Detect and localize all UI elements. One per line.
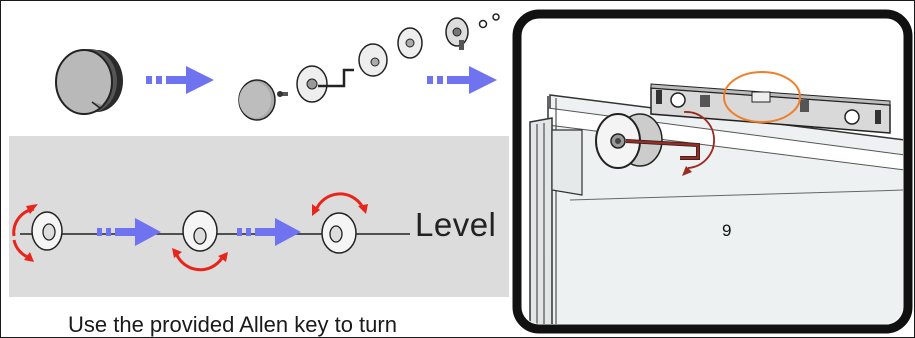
step-number: 9 [722,221,732,240]
level-label: Level [415,206,497,243]
wheel-part-icon [296,65,328,103]
door-frame-profile [529,117,583,324]
screw-icon [277,91,288,97]
detail-border [512,9,913,334]
flow-arrow-icon [97,218,161,246]
eccentric-washer-icon [358,43,388,77]
turn-direction-icon [682,111,715,176]
small-nut-icon [478,13,500,29]
flow-arrow-icon [146,66,214,94]
cap-part-icon [238,79,276,121]
roller-wheel-icon [595,113,663,169]
eccentric-washer-icon [182,210,218,252]
bubble-highlight [723,71,801,123]
eccentric-washer-icon [321,212,357,254]
eccentric-washer-icon [31,211,63,251]
allen-key-icon [625,139,700,160]
assembled-roller-icon [55,49,123,115]
rotate-bottom-icon [172,248,228,272]
rotate-top-icon [312,192,368,216]
flow-arrow-icon [237,218,301,246]
bushing-part-icon [397,27,423,59]
spirit-level-icon [650,83,891,134]
rotate-counterclockwise-icon [12,204,38,262]
adjustment-panel [9,136,509,297]
bolt-part-icon [445,17,469,50]
flow-arrow-icon [427,66,497,94]
allen-key-icon [318,68,354,88]
instruction-text: Use the provided Allen key to turn [68,312,397,337]
